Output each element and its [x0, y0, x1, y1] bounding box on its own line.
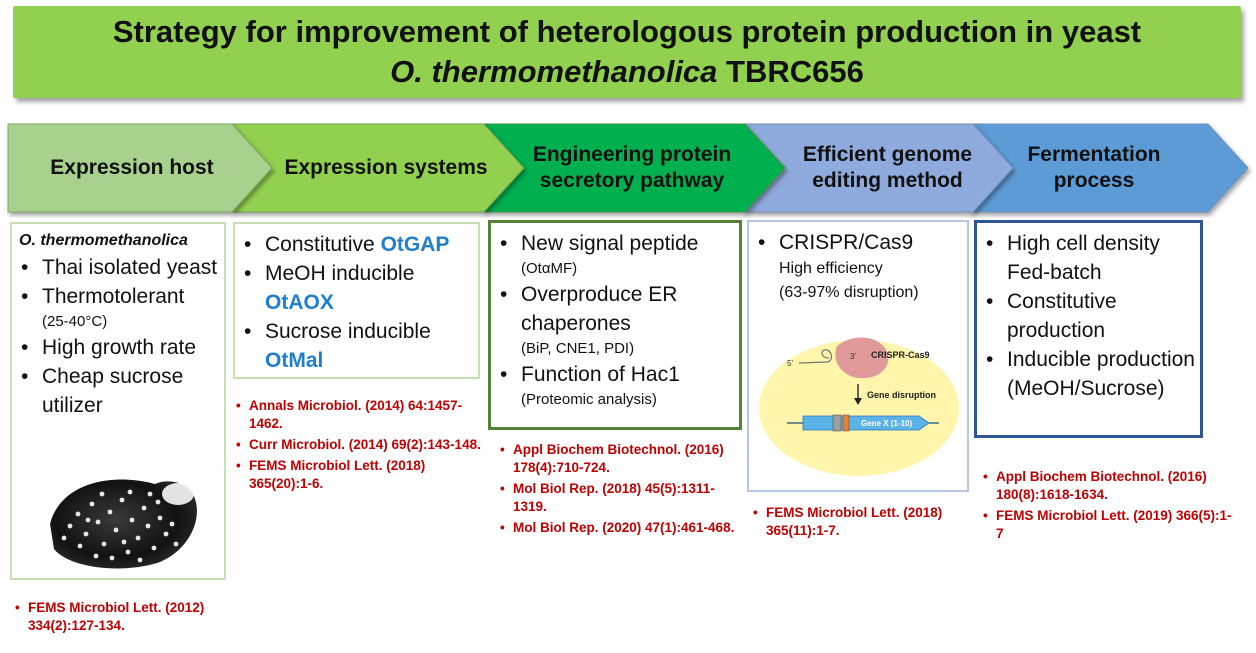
genome-box: CRISPR/Cas9 High efficiency (63-97% disr…: [747, 220, 969, 492]
colony-dot: [127, 489, 133, 495]
colony-dot: [93, 553, 99, 559]
insert-marker-grey: [832, 414, 842, 432]
colony-dot: [99, 491, 105, 497]
secretory-item: Function of Hac1(Proteomic analysis): [491, 360, 739, 411]
promoter-otaox: OtAOX: [265, 291, 334, 314]
colony-dot: [147, 491, 153, 497]
yeast-colony-photo: [50, 479, 197, 569]
cas9-protein-icon: [835, 337, 889, 379]
colony-dot: [75, 511, 81, 517]
promoter-otgap: OtGAP: [380, 233, 450, 256]
insert-marker-orange: [842, 414, 850, 432]
refs-secretory: Appl Biochem Biotechnol. (2016) 178(4):7…: [497, 441, 742, 540]
colony-dot: [109, 555, 115, 561]
crispr-diagram: 5' 3' CRISPR-Cas9 Gene disruption Gene X…: [759, 337, 959, 476]
host-item: Cheap sucrose utilizer: [12, 362, 224, 420]
fermentation-box: High cell density Fed-batch Constitutive…: [974, 220, 1203, 438]
reference-item: Mol Biol Rep. (2018) 45(5):1311-1319.: [497, 480, 742, 516]
strategy-arrows: [7, 123, 1249, 213]
step-label-secretory: Engineering protein secretory pathway: [532, 143, 732, 192]
colony-dot: [89, 501, 95, 507]
disruption-label: Gene disruption: [867, 390, 936, 400]
fermentation-item: Constitutive production: [977, 287, 1200, 345]
secretory-item: New signal peptide(OtαMF): [491, 229, 739, 280]
colony-dot: [67, 523, 73, 529]
step-label-genome: Efficient genome editing method: [802, 143, 973, 192]
strain-name: TBRC656: [717, 54, 864, 89]
reference-item: FEMS Microbiol Lett. (2018) 365(11):1-7.: [750, 504, 968, 540]
refs-genome: FEMS Microbiol Lett. (2018) 365(11):1-7.: [750, 504, 968, 543]
guide-rna-icon: [798, 349, 833, 364]
reference-item: FEMS Microbiol Lett. (2012) 334(2):127-1…: [12, 599, 232, 635]
step-label-host: Expression host: [50, 156, 214, 179]
colony-dot: [121, 539, 127, 545]
host-box: O. thermomethanolica Thai isolated yeast…: [10, 222, 226, 580]
fermentation-item: High cell density Fed-batch: [977, 229, 1200, 287]
colony-dot: [169, 521, 175, 527]
five-prime-label: 5': [787, 359, 793, 368]
reference-item: Mol Biol Rep. (2020) 47(1):461-468.: [497, 519, 742, 537]
colony-dot: [173, 541, 179, 547]
colony-dot: [145, 523, 151, 529]
colony-dot: [151, 545, 157, 551]
host-item: Thermotolerant(25-40°C): [12, 282, 224, 333]
secretory-box: New signal peptide(OtαMF) Overproduce ER…: [488, 220, 742, 430]
step-label-systems: Expression systems: [284, 156, 488, 179]
reference-item: FEMS Microbiol Lett. (2019) 366(5):1-7: [980, 507, 1235, 543]
colony-dot: [137, 557, 143, 563]
fermentation-item: Inducible production (MeOH/Sucrose): [977, 345, 1200, 403]
systems-item: MeOH inducible OtAOX: [235, 259, 478, 317]
colony-dot: [95, 519, 101, 525]
step-label-fermentation: Fermentation process: [1027, 143, 1161, 192]
reference-item: Curr Microbiol. (2014) 69(2):143-148.: [233, 436, 483, 454]
cas9-label: CRISPR-Cas9: [871, 350, 930, 360]
colony-dot: [155, 499, 161, 505]
species-name: O. thermomethanolica: [390, 54, 718, 89]
systems-box: Constitutive OtGAP MeOH inducible OtAOX …: [233, 222, 480, 379]
title-banner: Strategy for improvement of heterologous…: [13, 6, 1241, 98]
diagram-background: [759, 340, 959, 476]
reference-item: Appl Biochem Biotechnol. (2016) 178(4):7…: [497, 441, 742, 477]
promoter-otmal: OtMal: [265, 349, 324, 372]
colony-dot: [141, 505, 147, 511]
colony-dot: [85, 517, 91, 523]
host-heading: O. thermomethanolica: [19, 232, 188, 249]
genome-item: CRISPR/Cas9 High efficiency (63-97% disr…: [749, 228, 967, 305]
host-item: High growth rate: [12, 333, 224, 362]
disruption-arrowhead: [854, 398, 862, 405]
systems-item: Sucrose inducible OtMal: [235, 317, 478, 375]
colony-dot: [125, 549, 131, 555]
arrow-step-host: [7, 123, 273, 213]
colony-dot: [77, 543, 83, 549]
secretory-item: Overproduce ER chaperones(BiP, CNE1, PDI…: [491, 280, 739, 360]
reference-item: FEMS Microbiol Lett. (2018) 365(20):1-6.: [233, 457, 483, 493]
refs-systems: Annals Microbiol. (2014) 64:1457-1462. C…: [233, 397, 483, 496]
colony-dot: [129, 517, 135, 523]
colony-dot: [113, 527, 119, 533]
gene-label: Gene X (1-10): [861, 419, 912, 428]
colony-dot: [83, 531, 89, 537]
title-line-2: O. thermomethanolica TBRC656: [390, 52, 864, 92]
host-item: Thai isolated yeast: [12, 253, 224, 282]
colony-dot: [61, 535, 67, 541]
thermo-range: (25-40°C): [42, 313, 108, 330]
refs-fermentation: Appl Biochem Biotechnol. (2016) 180(8):1…: [980, 468, 1235, 546]
three-prime-label: 3': [850, 352, 856, 361]
colony-dot: [107, 509, 113, 515]
colony-dot: [163, 531, 169, 537]
systems-item: Constitutive OtGAP: [235, 230, 478, 259]
colony-dot: [157, 515, 163, 521]
colony-dot: [101, 541, 107, 547]
title-line-1: Strategy for improvement of heterologous…: [112, 14, 1142, 49]
reference-item: Annals Microbiol. (2014) 64:1457-1462.: [233, 397, 483, 433]
reference-item: Appl Biochem Biotechnol. (2016) 180(8):1…: [980, 468, 1235, 504]
colony-dot: [119, 497, 125, 503]
colony-dot: [135, 535, 141, 541]
refs-host: FEMS Microbiol Lett. (2012) 334(2):127-1…: [12, 599, 232, 638]
